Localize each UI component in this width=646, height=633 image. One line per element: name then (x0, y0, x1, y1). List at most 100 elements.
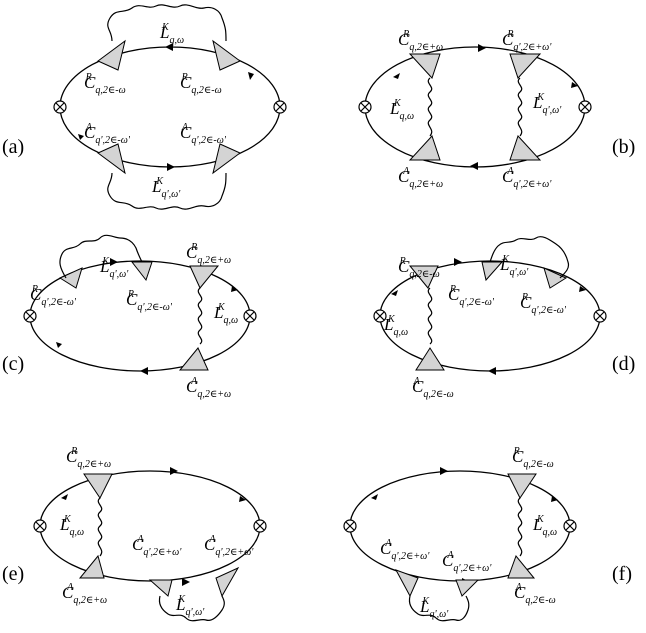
propagator-arrow-icon (78, 134, 84, 140)
term-label: Cq,2∈+ωR (186, 242, 231, 266)
vertex-triangle-icon (215, 566, 240, 598)
vertex-left-icon (33, 519, 47, 533)
panel-label: (b) (612, 136, 635, 158)
term-label: Cq,2∈-ωA (514, 582, 556, 606)
wavy-line-icon (408, 595, 470, 622)
term-label: Lq',ω'K (499, 254, 529, 278)
wavy-line-icon (59, 234, 143, 279)
panel-label: (f) (612, 563, 632, 585)
term-label: Cq',2∈+ω'A (204, 534, 254, 558)
wavy-line-icon (427, 287, 433, 345)
wavy-line-icon (107, 4, 227, 42)
propagator-arrow-icon (551, 496, 558, 502)
term-label: Cq',2∈+ω'A (132, 534, 182, 558)
vertex-left-icon (358, 100, 372, 114)
wavy-line-icon (489, 236, 570, 279)
vertex-triangle-icon (178, 347, 209, 371)
wavy-line-icon (107, 172, 227, 210)
panel-b: Cq,2∈+ωR Cq',2∈+ω'R Lq,ωK Lq',ω'K Cq,2∈+… (358, 29, 635, 190)
term-label: Cq,2∈-ωR (512, 446, 554, 470)
panel-label: (e) (2, 563, 24, 585)
term-label: Lq,ωK (159, 22, 184, 46)
panel-e: Cq,2∈+ωR Lq,ωK Cq',2∈+ω'A Cq',2∈+ω'A Cq,… (2, 446, 267, 622)
panel-label: (a) (2, 136, 24, 158)
vertex-triangle-icon (148, 579, 173, 597)
term-label: Lq,ωK (532, 514, 557, 538)
vertex-triangle-icon (394, 569, 419, 598)
term-label: Cq,2∈+ωA (398, 166, 443, 190)
term-label: Lq,ωK (59, 514, 84, 538)
term-label: Lq,ωK (213, 302, 238, 326)
wavy-line-icon (97, 497, 103, 557)
term-label: Lq',ω'K (99, 256, 129, 280)
term-label: Lq,ωK (383, 314, 408, 338)
propagator-arrow-icon (454, 258, 462, 266)
panel-a: Lq,ωK Cq,2∈-ωR Cq,2∈-ωR Cq',2∈-ω'A Cq',2… (2, 4, 287, 210)
term-label: Cq',2∈+ω'A (442, 550, 492, 574)
vertex-triangle-icon (415, 347, 445, 371)
vertex-triangle-icon (507, 473, 537, 499)
vertex-triangle-icon (78, 554, 105, 579)
vertex-right-icon (578, 100, 592, 114)
term-label: Cq,2∈-ωR (398, 256, 440, 280)
wavy-line-icon (197, 287, 203, 345)
wavy-line-icon (517, 77, 523, 137)
term-label: Lq,ωK (389, 98, 414, 122)
vertex-right-icon (593, 309, 607, 323)
vertex-triangle-icon (509, 135, 542, 161)
term-label: Cq',2∈-ω'R (520, 292, 567, 316)
term-label: Lq',ω'K (532, 92, 562, 116)
propagator-arrow-icon (110, 258, 118, 266)
propagator-arrow-icon (478, 44, 486, 52)
vertex-triangle-icon (130, 261, 153, 282)
vertex-triangle-icon (455, 579, 480, 597)
term-label: Cq,2∈-ωA (412, 376, 454, 400)
term-label: Cq,2∈+ωA (62, 582, 107, 606)
propagator-arrow-icon (470, 162, 478, 170)
propagator-arrow-icon (239, 496, 246, 502)
term-label: Cq',2∈-ω'R (448, 284, 495, 308)
term-label: Cq',2∈-ω'A (84, 122, 131, 146)
term-label: Cq',2∈-ω'A (180, 122, 227, 146)
vertex-triangle-icon (58, 267, 83, 289)
propagator-arrow-icon (61, 494, 68, 500)
propagator-arrow-icon (56, 342, 62, 348)
vertex-triangle-icon (189, 265, 220, 289)
vertex-triangle-icon (543, 267, 568, 289)
term-label: Lq',ω'K (151, 176, 181, 200)
vertex-triangle-icon (507, 555, 536, 579)
term-label: Cq',2∈+ω'A (502, 166, 552, 190)
vertex-right-icon (273, 100, 287, 114)
vertex-triangle-icon (212, 143, 241, 175)
propagator-arrow-icon (391, 290, 398, 296)
panel-d: Cq,2∈-ωR Lq',ω'K Cq',2∈-ω'R Cq',2∈-ω'R L… (373, 236, 635, 400)
vertex-triangle-icon (509, 53, 542, 79)
vertex-right-icon (253, 519, 267, 533)
panel-c: Lq',ω'K Cq,2∈+ωR Cq',2∈-ω'R Cq',2∈-ω'R L… (2, 234, 257, 400)
term-label: Lq',ω'K (419, 596, 449, 620)
electron-loop (59, 46, 281, 168)
wavy-line-icon (427, 77, 433, 137)
vertex-triangle-icon (408, 265, 439, 289)
term-label: Cq,2∈-ωR (180, 72, 222, 96)
vertex-triangle-icon (83, 473, 113, 499)
propagator-arrow-icon (182, 578, 190, 586)
propagator-arrow-icon (231, 286, 238, 292)
propagator-arrow-icon (140, 367, 148, 375)
term-label: Cq,2∈+ωR (398, 29, 443, 53)
propagator-arrow-icon (170, 467, 178, 475)
propagator-arrow-icon (488, 367, 496, 375)
propagator-arrow-icon (440, 467, 448, 475)
propagator-arrow-icon (167, 163, 175, 171)
wavy-line-icon (158, 595, 225, 622)
propagator-arrow-icon (393, 73, 400, 79)
vertex-triangle-icon (97, 39, 126, 71)
vertex-triangle-icon (212, 39, 241, 71)
propagator-arrow-icon (248, 72, 254, 80)
vertex-left-icon (343, 519, 357, 533)
term-label: Cq,2∈-ωR (84, 72, 126, 96)
vertex-triangle-icon (481, 261, 504, 282)
term-label: Lq',ω'K (175, 594, 205, 618)
panel-f: Cq,2∈-ωR Lq,ωK Cq',2∈+ω'A Cq',2∈+ω'A Cq,… (343, 446, 632, 622)
